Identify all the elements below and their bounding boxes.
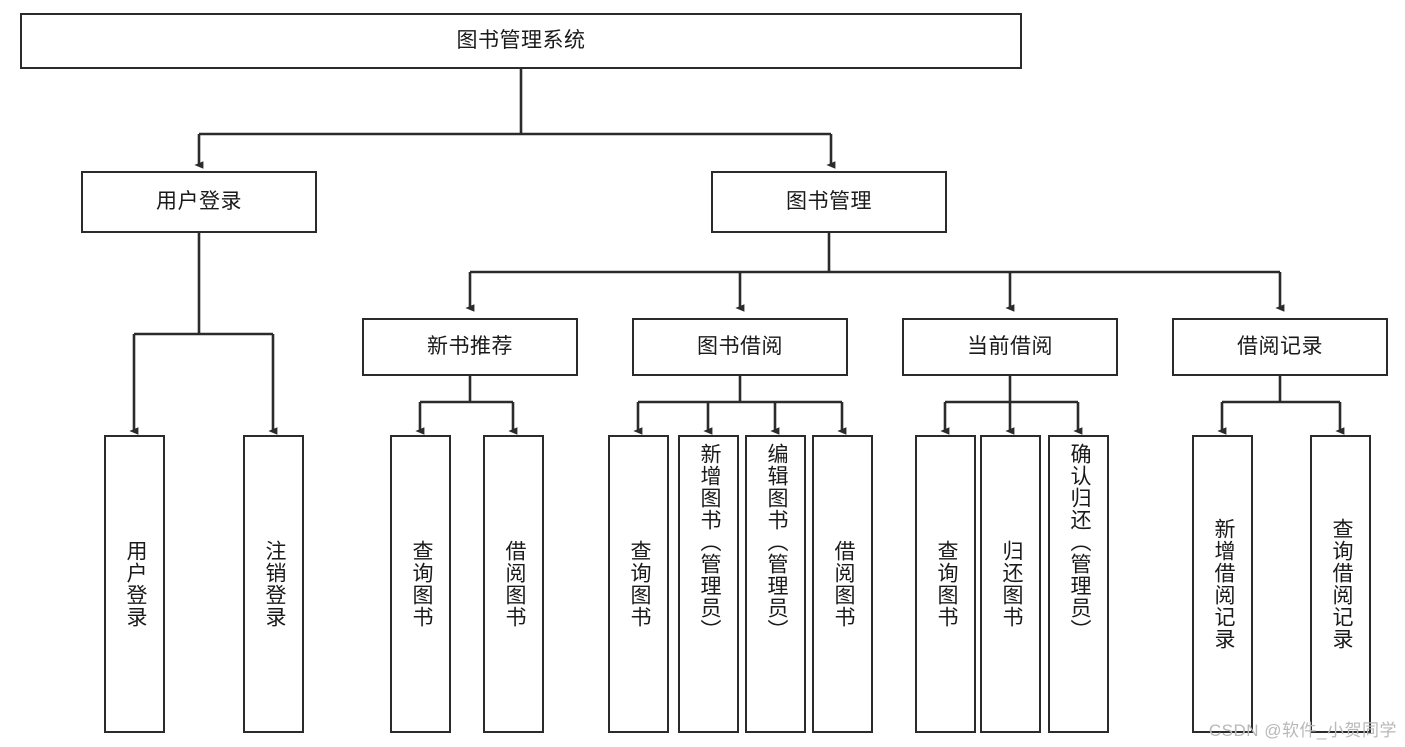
node-root-label: 图书管理系统 xyxy=(456,29,586,53)
node-book-manage[interactable]: 图书管理 xyxy=(711,171,947,233)
node-new-book-rec-label: 新书推荐 xyxy=(427,335,513,359)
node-new-book-rec[interactable]: 新书推荐 xyxy=(362,318,578,376)
node-leaf-borrow-book-2-label: 借阅图书 xyxy=(831,540,855,628)
node-leaf-return-book-label: 归还图书 xyxy=(999,540,1023,628)
watermark: CSDN @软件_小贺同学 xyxy=(1208,721,1397,740)
node-leaf-query-book-3-label: 查询图书 xyxy=(934,540,958,628)
node-leaf-user-login[interactable]: 用户登录 xyxy=(104,435,165,733)
node-leaf-edit-book-admin[interactable]: 编辑图书（管理员） xyxy=(745,435,806,733)
node-leaf-add-borrow-record-label: 新增借阅记录 xyxy=(1211,518,1235,650)
node-leaf-query-book-2[interactable]: 查询图书 xyxy=(608,435,669,733)
node-leaf-borrow-book-2[interactable]: 借阅图书 xyxy=(812,435,873,733)
node-leaf-confirm-return-admin-label: 确认归还（管理员） xyxy=(1067,443,1091,641)
node-leaf-query-borrow-record[interactable]: 查询借阅记录 xyxy=(1310,435,1371,733)
node-leaf-return-book[interactable]: 归还图书 xyxy=(980,435,1041,733)
node-leaf-edit-book-admin-label: 编辑图书（管理员） xyxy=(764,443,788,641)
node-leaf-logout-login-label: 注销登录 xyxy=(262,540,286,628)
node-leaf-query-book-1[interactable]: 查询图书 xyxy=(390,435,451,733)
node-leaf-add-book-admin-label: 新增图书（管理员） xyxy=(697,443,721,641)
node-user-login[interactable]: 用户登录 xyxy=(81,171,317,233)
node-leaf-query-book-3[interactable]: 查询图书 xyxy=(915,435,976,733)
node-root[interactable]: 图书管理系统 xyxy=(20,13,1022,69)
node-borrow-record[interactable]: 借阅记录 xyxy=(1172,318,1388,376)
node-leaf-add-book-admin[interactable]: 新增图书（管理员） xyxy=(678,435,739,733)
node-current-borrow-label: 当前借阅 xyxy=(967,335,1053,359)
node-leaf-add-borrow-record[interactable]: 新增借阅记录 xyxy=(1192,435,1253,733)
node-book-manage-label: 图书管理 xyxy=(786,190,872,214)
node-leaf-borrow-book-1[interactable]: 借阅图书 xyxy=(483,435,544,733)
node-current-borrow[interactable]: 当前借阅 xyxy=(902,318,1118,376)
node-leaf-query-borrow-record-label: 查询借阅记录 xyxy=(1329,518,1353,650)
node-leaf-borrow-book-1-label: 借阅图书 xyxy=(502,540,526,628)
node-borrow-record-label: 借阅记录 xyxy=(1237,335,1323,359)
node-leaf-logout-login[interactable]: 注销登录 xyxy=(243,435,304,733)
node-book-borrow[interactable]: 图书借阅 xyxy=(632,318,848,376)
node-user-login-label: 用户登录 xyxy=(156,190,242,214)
node-leaf-query-book-2-label: 查询图书 xyxy=(627,540,651,628)
node-leaf-user-login-label: 用户登录 xyxy=(123,540,147,628)
node-leaf-query-book-1-label: 查询图书 xyxy=(409,540,433,628)
node-leaf-confirm-return-admin[interactable]: 确认归还（管理员） xyxy=(1048,435,1109,733)
node-book-borrow-label: 图书借阅 xyxy=(697,335,783,359)
